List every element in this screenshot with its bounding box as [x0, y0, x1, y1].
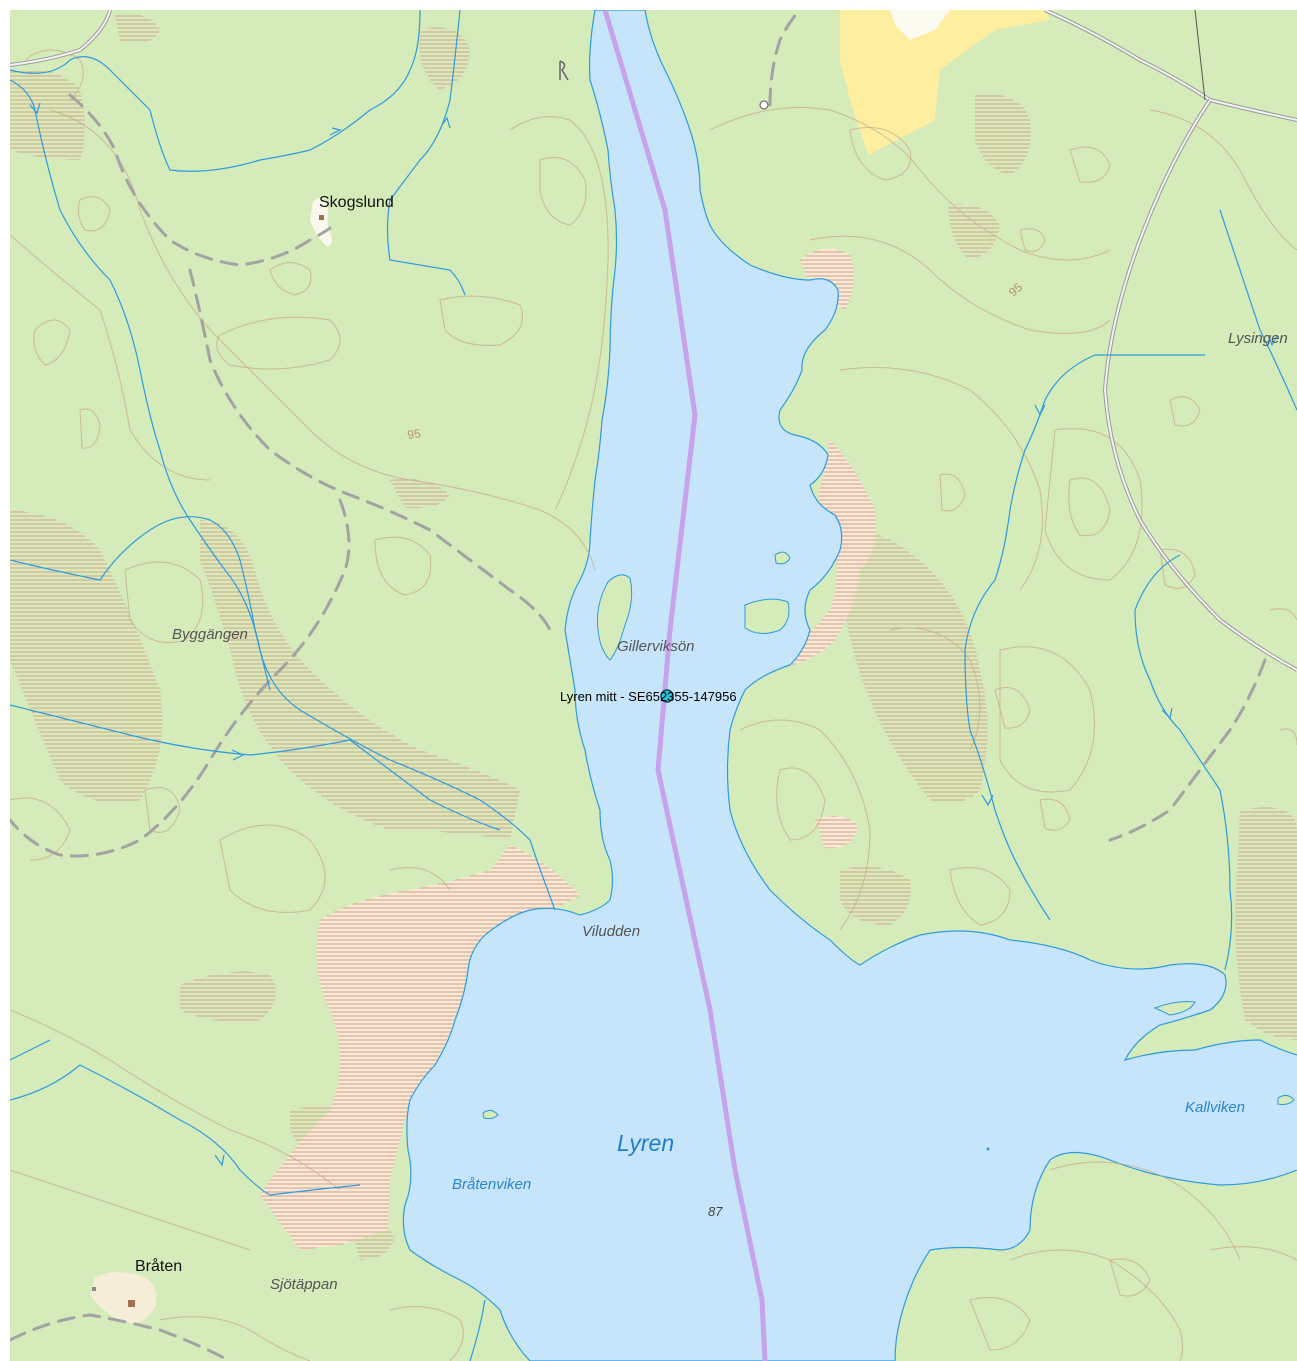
- monitoring-station-icon[interactable]: [660, 689, 674, 703]
- open-marsh: [800, 248, 854, 310]
- building-icon: [128, 1300, 135, 1307]
- open-field-white: [890, 10, 950, 40]
- island: [774, 551, 791, 565]
- trails: [10, 10, 1267, 1361]
- municipal-border: [602, 10, 768, 1361]
- island: [1153, 1001, 1196, 1016]
- place-label-braten: Bråten: [135, 1257, 182, 1275]
- lake-label-lysingen: Lysingen: [1228, 330, 1288, 347]
- place-label-byggangen: Byggängen: [172, 626, 248, 643]
- settlement-braten: [90, 1272, 157, 1324]
- point-icon: [759, 100, 769, 110]
- island-label-gillerviksoen: Gillerviksön: [617, 638, 695, 655]
- bay-kallviken: [1240, 1055, 1297, 1170]
- lake-elevation-label: 87: [708, 1204, 723, 1219]
- streams: [10, 10, 1297, 1361]
- place-label-skogslund: Skogslund: [319, 194, 394, 211]
- cultural-remains-icon: [559, 60, 569, 81]
- place-label-sjotappan: Sjötäppan: [270, 1276, 338, 1293]
- lake-lyren: [402, 10, 1297, 1361]
- roads: [10, 10, 1297, 672]
- building-icon: [92, 1287, 96, 1291]
- contour-lines: [10, 49, 1297, 1361]
- point-icon: [986, 1147, 990, 1151]
- station-label[interactable]: Lyren mitt - SE652355-147956: [560, 689, 737, 704]
- map-canvas[interactable]: Skogslund Byggängen Gillerviksön Lyren m…: [10, 10, 1297, 1361]
- bay-label-bratenviken: Bråtenviken: [452, 1176, 531, 1193]
- map-frame[interactable]: Skogslund Byggängen Gillerviksön Lyren m…: [10, 10, 1297, 1361]
- open-field: [840, 10, 1050, 155]
- island-gillerviksoen: [597, 574, 633, 661]
- settlement-skogslund: [310, 197, 332, 247]
- stream-arrows: [29, 102, 1278, 1167]
- bay-label-kallviken: Kallviken: [1185, 1099, 1245, 1116]
- island: [482, 1109, 499, 1120]
- building-icon: [319, 215, 324, 220]
- island: [744, 598, 790, 634]
- lake-label-lyren: Lyren: [617, 1130, 674, 1156]
- place-label-viludden: Viludden: [582, 923, 640, 940]
- wetland-hatching: [10, 14, 1297, 1260]
- contour-label: 95: [406, 426, 421, 442]
- open-marsh: [815, 816, 858, 849]
- island: [1277, 1094, 1295, 1105]
